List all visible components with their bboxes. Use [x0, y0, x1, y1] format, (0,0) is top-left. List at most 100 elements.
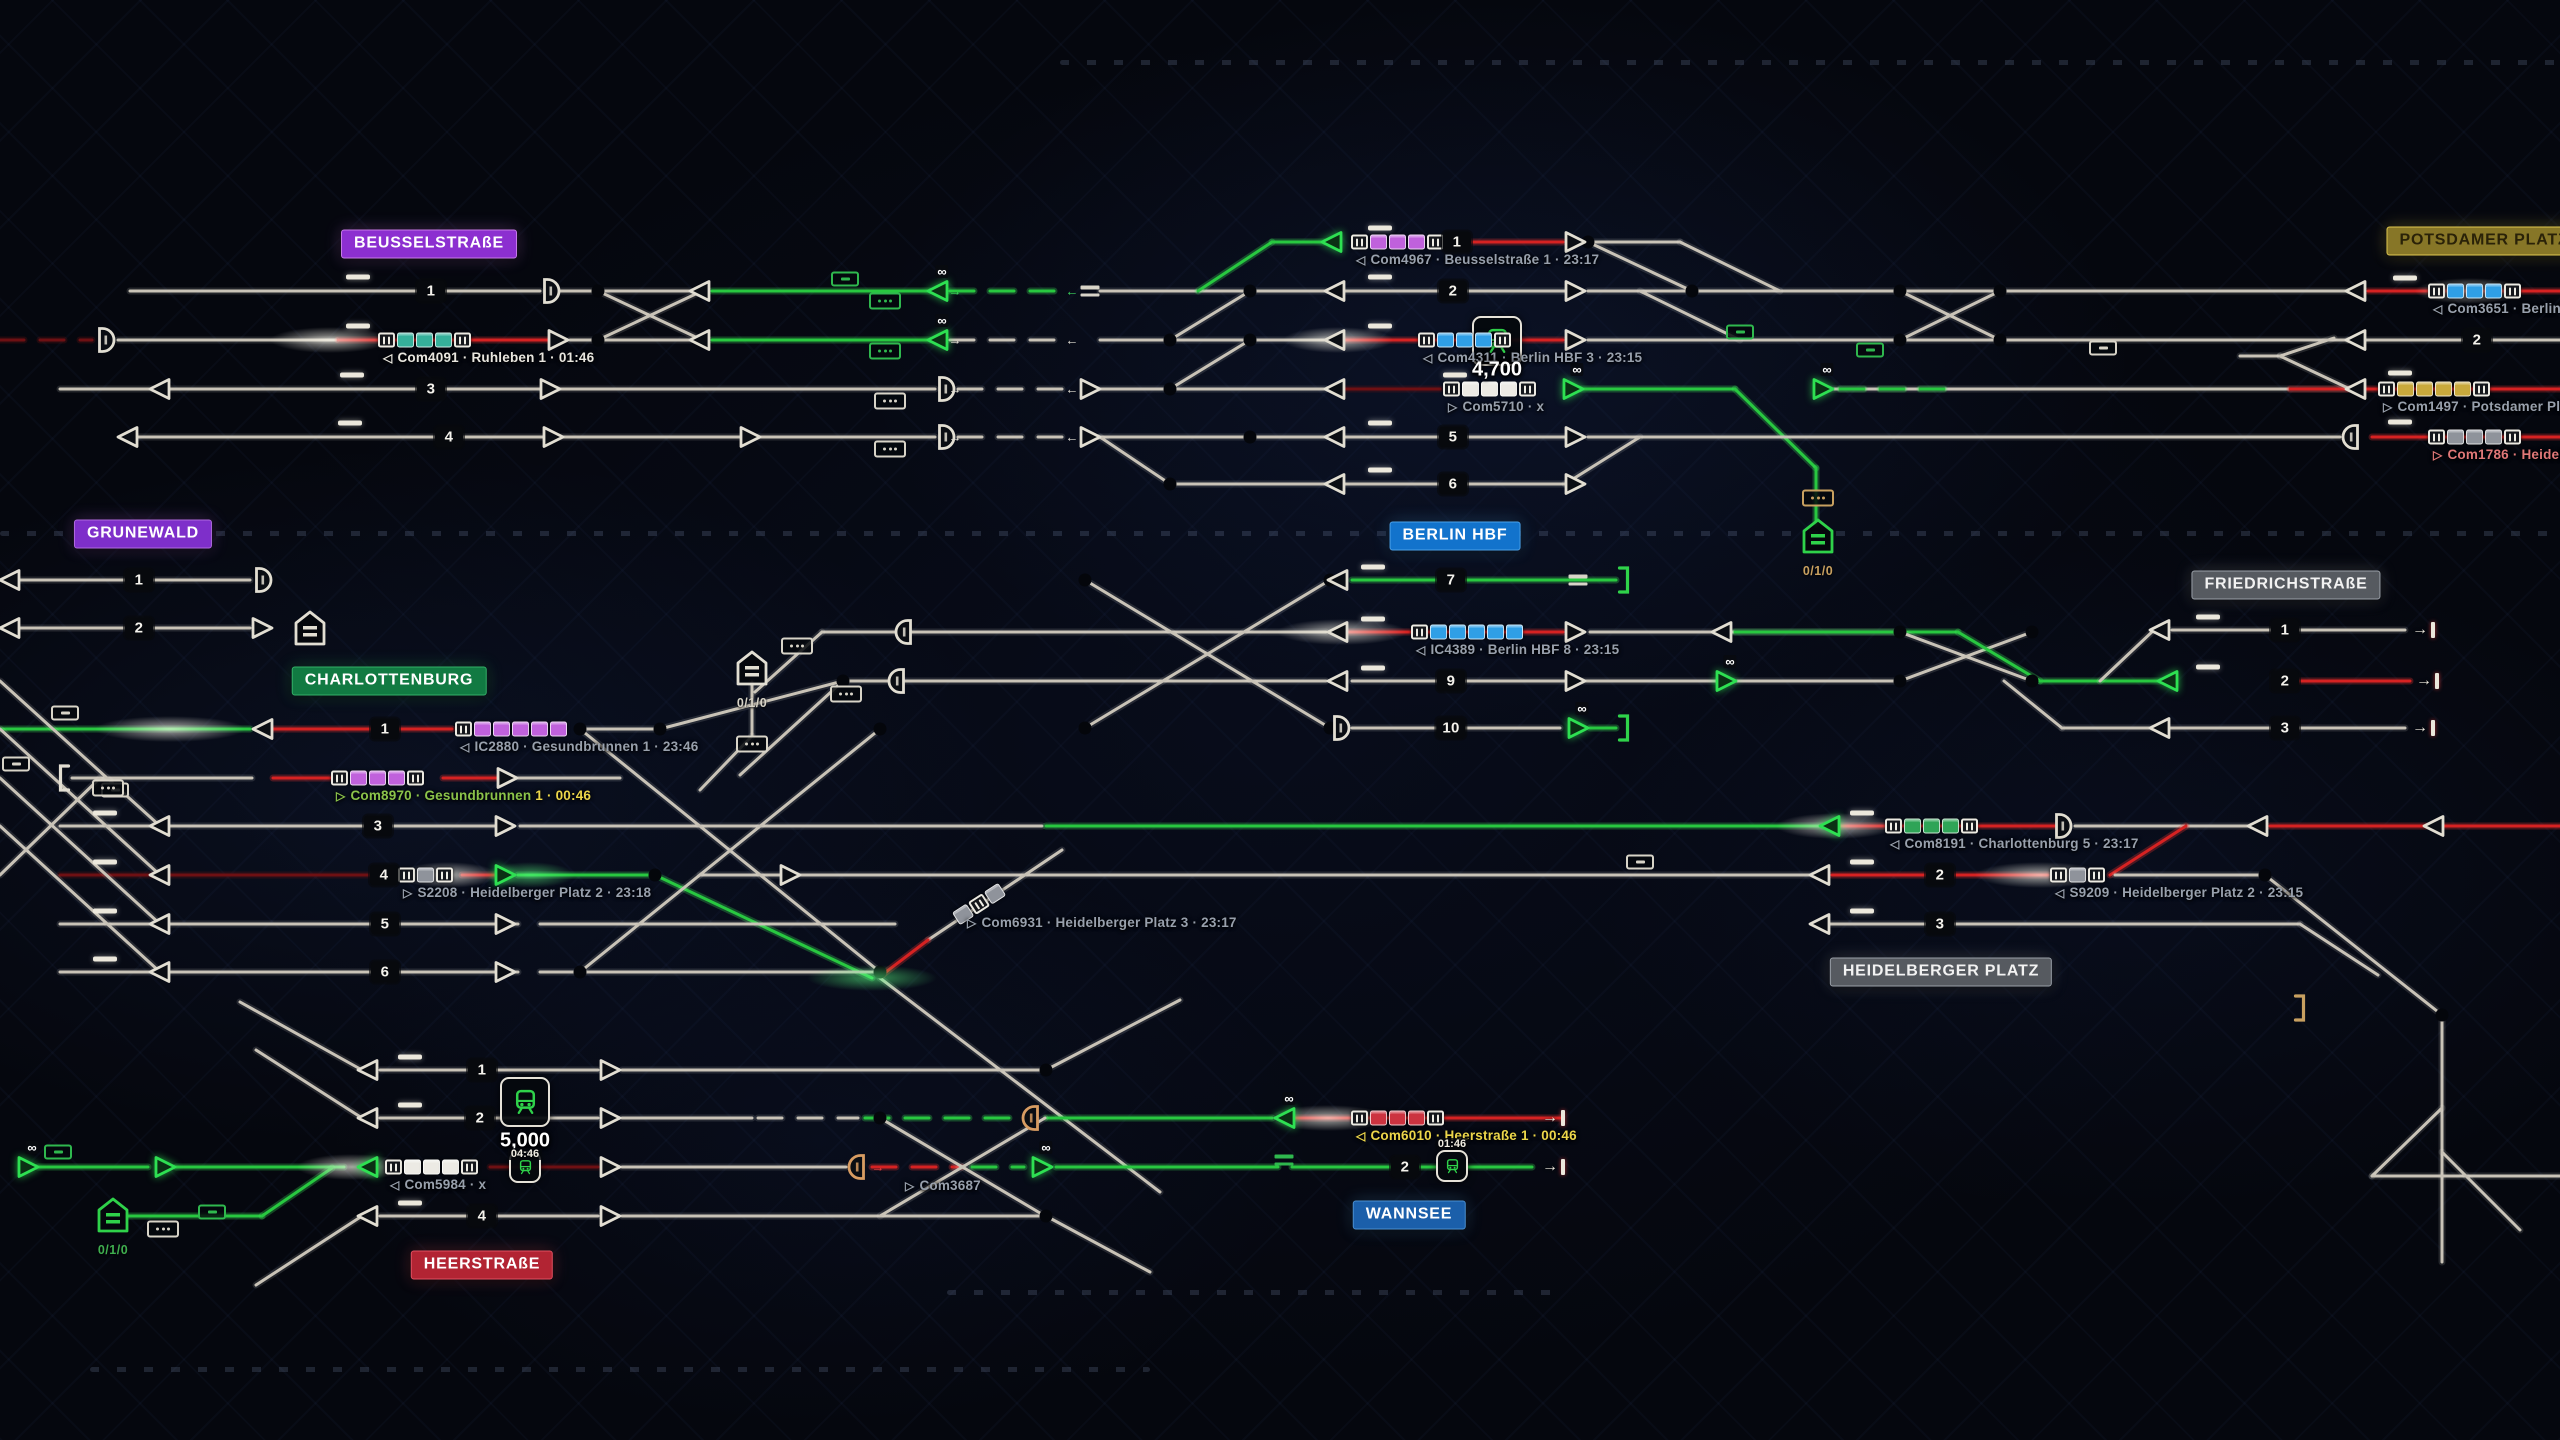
track-segment[interactable]	[1956, 630, 2042, 683]
track-segment[interactable]	[880, 938, 930, 977]
signal-tri-left[interactable]	[1815, 813, 1845, 840]
switch-junction-dot[interactable]	[1893, 674, 1907, 688]
track-segment[interactable]	[1044, 1214, 1152, 1274]
signal-tri-left[interactable]	[2341, 376, 2371, 403]
train-depot-button[interactable]	[500, 1077, 550, 1127]
switch-junction-dot[interactable]	[1039, 1063, 1053, 1077]
signal-tri-left[interactable]	[1323, 668, 1353, 695]
signal-tri-right[interactable]	[247, 615, 277, 642]
switch-junction-dot[interactable]	[873, 1111, 887, 1125]
track-segment[interactable]	[878, 976, 1162, 1194]
train-com5984[interactable]	[385, 1159, 478, 1175]
signal-dome-left[interactable]	[1019, 1104, 1046, 1133]
track-sensor[interactable]	[736, 735, 768, 753]
track-segment[interactable]	[578, 727, 882, 974]
track-segment[interactable]	[2298, 922, 2380, 977]
track-marker-pill[interactable]	[51, 705, 79, 721]
track-segment[interactable]	[1678, 240, 1782, 293]
track-segment[interactable]	[2002, 679, 2064, 730]
track-segment[interactable]	[2370, 1106, 2444, 1178]
track-segment[interactable]	[738, 679, 845, 777]
signal-tri-left[interactable]	[353, 1154, 383, 1181]
signal-tri-right[interactable]	[1560, 471, 1590, 498]
switch-junction-dot[interactable]	[1581, 235, 1595, 249]
track-sensor[interactable]	[869, 342, 901, 360]
signal-tri-left[interactable]	[685, 278, 715, 305]
train-com8191[interactable]	[1885, 818, 1978, 834]
train-com4311[interactable]	[1418, 332, 1511, 348]
track-segment[interactable]	[0, 776, 102, 877]
signal-tri-left[interactable]	[1805, 911, 1835, 938]
signal-tri-left[interactable]	[2153, 668, 2183, 695]
signal-tri-left[interactable]	[2341, 327, 2371, 354]
signal-tri-left[interactable]	[113, 424, 143, 451]
signal-tri-right[interactable]	[490, 911, 520, 938]
signal-tri-right[interactable]	[595, 1154, 625, 1181]
switch-junction-dot[interactable]	[1163, 333, 1177, 347]
signal-tri-right[interactable]	[775, 862, 805, 889]
signal-tri-left[interactable]	[923, 327, 953, 354]
signal-tri-right[interactable]	[490, 813, 520, 840]
track-sensor[interactable]	[147, 1220, 179, 1238]
station-label-heerstrasse[interactable]: HEERSTRAßE	[410, 1250, 554, 1280]
signal-tri-right[interactable]	[595, 1203, 625, 1230]
switch-junction-dot[interactable]	[836, 674, 850, 688]
track-segment[interactable]	[0, 776, 162, 926]
signal-tri-left[interactable]	[1323, 567, 1353, 594]
track-segment[interactable]	[2263, 873, 2444, 1017]
signal-tri-left[interactable]	[145, 376, 175, 403]
track-segment[interactable]	[1196, 240, 1274, 293]
train-ic4389[interactable]	[1411, 624, 1523, 640]
train-com1497[interactable]	[2378, 381, 2490, 397]
signal-tri-left[interactable]	[685, 327, 715, 354]
track-marker-pill[interactable]	[1856, 342, 1884, 358]
signal-tri-left[interactable]	[1323, 619, 1353, 646]
switch-junction-dot[interactable]	[1243, 430, 1257, 444]
switch-junction-dot[interactable]	[2025, 625, 2039, 639]
track-segment[interactable]	[2108, 824, 2188, 877]
train-ic2880[interactable]	[455, 721, 567, 737]
track-marker-pill[interactable]	[1726, 324, 1754, 340]
station-label-grunewald[interactable]: GRUNEWALD	[73, 519, 213, 549]
track-marker-pill[interactable]	[198, 1204, 226, 1220]
signal-tri-right[interactable]	[1560, 424, 1590, 451]
signal-dome-left[interactable]	[885, 667, 912, 696]
signal-tri-left[interactable]	[353, 1105, 383, 1132]
track-segment[interactable]	[653, 873, 874, 980]
track-segment[interactable]	[0, 727, 162, 877]
switch-junction-dot[interactable]	[1993, 284, 2007, 298]
signal-tri-left[interactable]	[145, 813, 175, 840]
track-segment[interactable]	[238, 1000, 364, 1072]
station-label-berlin-hbf[interactable]: BERLIN HBF	[1389, 521, 1521, 551]
signal-tri-left[interactable]	[145, 959, 175, 986]
track-segment[interactable]	[2278, 336, 2336, 358]
switch-junction-dot[interactable]	[873, 965, 887, 979]
signal-tri-right[interactable]	[492, 765, 522, 792]
switch-junction-dot[interactable]	[2025, 674, 2039, 688]
station-label-friedrichstrasse[interactable]: FRIEDRICHSTRAßE	[2191, 570, 2381, 600]
signal-dome-right[interactable]	[92, 326, 119, 355]
track-segment[interactable]	[2098, 628, 2156, 683]
switch-junction-dot[interactable]	[648, 868, 662, 882]
signal-tri-left[interactable]	[2145, 617, 2175, 644]
station-label-potsdamer-platz[interactable]: POTSDAMER PLATZ	[2386, 226, 2560, 256]
signal-tri-right[interactable]	[1027, 1154, 1057, 1181]
switch-junction-dot[interactable]	[1993, 333, 2007, 347]
track-segment[interactable]	[260, 1166, 334, 1218]
signal-tri-right[interactable]	[1560, 278, 1590, 305]
signal-dome-right[interactable]	[932, 375, 959, 404]
signal-tri-left[interactable]	[1320, 376, 1350, 403]
signal-tri-right[interactable]	[1711, 668, 1741, 695]
track-segment[interactable]	[1733, 387, 1818, 470]
signal-tri-left[interactable]	[1320, 424, 1350, 451]
track-marker-pill[interactable]	[831, 271, 859, 287]
signal-tri-left[interactable]	[1317, 229, 1347, 256]
signal-dome-right[interactable]	[932, 423, 959, 452]
signal-tri-left[interactable]	[145, 911, 175, 938]
signal-tri-left[interactable]	[248, 716, 278, 743]
track-sensor[interactable]	[869, 292, 901, 310]
station-label-wannsee[interactable]: WANNSEE	[1352, 1200, 1466, 1230]
station-label-charlottenburg[interactable]: CHARLOTTENBURG	[291, 666, 487, 696]
switch-junction-dot[interactable]	[591, 333, 605, 347]
train-com1786[interactable]	[2428, 429, 2521, 445]
